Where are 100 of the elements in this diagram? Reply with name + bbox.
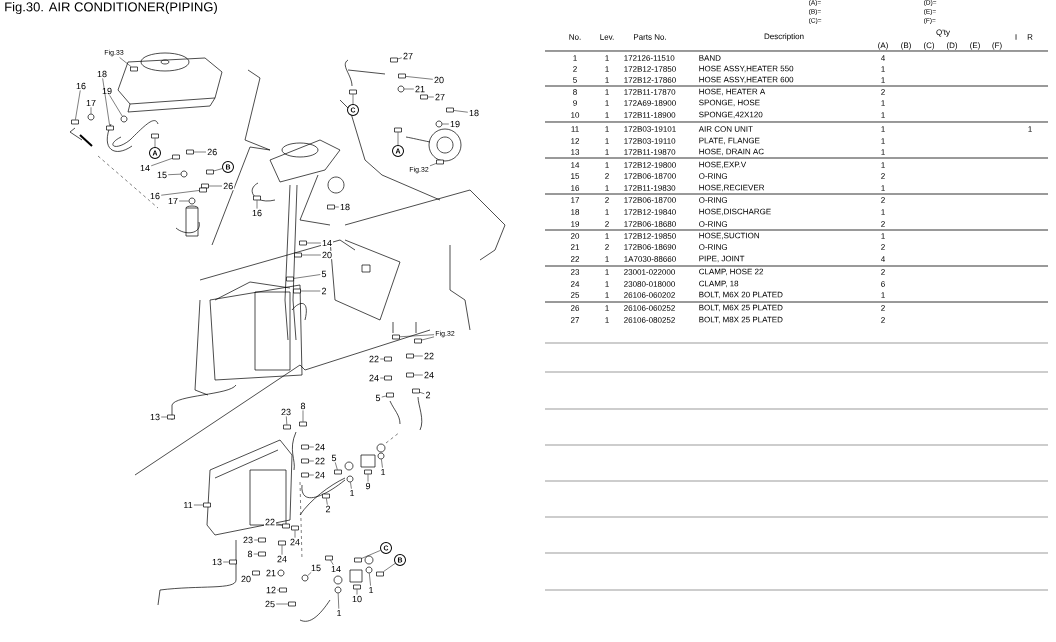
table-cell-text: 1	[605, 233, 609, 239]
column-header: Parts No.	[634, 34, 666, 40]
callout-number: 24	[276, 554, 288, 564]
fitting	[390, 57, 398, 63]
leader-line	[193, 151, 207, 153]
leader-line	[442, 123, 450, 125]
leader-line	[150, 158, 173, 167]
fitting	[203, 502, 211, 508]
fitting	[384, 356, 392, 362]
table-cell-text: 1	[881, 126, 885, 132]
callout-number: 2	[320, 286, 328, 296]
leader-line	[413, 374, 424, 376]
o-ring	[87, 113, 95, 121]
table-cell-text: 10	[571, 112, 580, 118]
figure-title: Fig.30. AIR CONDITIONER(PIPING)	[5, 1, 217, 15]
leader-line	[302, 410, 304, 422]
fitting	[322, 493, 330, 499]
leader-line	[334, 206, 340, 208]
table-cell-text: 23080-018000	[624, 281, 675, 287]
leader-line	[109, 95, 123, 117]
leader-line	[294, 530, 296, 538]
leader-line	[154, 138, 156, 148]
leader-line	[300, 290, 321, 292]
callout-number: 18	[339, 202, 351, 212]
fitting	[334, 469, 342, 475]
callout-number: 22	[423, 351, 435, 361]
callout-number: 16	[251, 208, 263, 218]
column-header: (B)	[901, 42, 911, 50]
table-cell-text: 25	[570, 292, 580, 298]
table-cell-text: 21	[570, 244, 580, 250]
table-cell-text: 1	[605, 281, 609, 287]
fitting	[386, 392, 394, 398]
leader-line	[276, 589, 280, 591]
leader-line	[281, 545, 283, 555]
table-cell-text: 4	[881, 55, 885, 61]
table-cell-text: 23001-022000	[624, 269, 675, 275]
fitting	[206, 169, 214, 175]
leader-line	[337, 593, 340, 609]
callout-number: 1	[367, 585, 375, 595]
leader-line	[404, 88, 415, 90]
leader-line	[308, 446, 315, 448]
table-cell-text: 172B12-17850	[624, 66, 676, 72]
callout-number: 23	[280, 407, 292, 417]
table-cell-text: 2	[881, 221, 885, 227]
callout-number: 5	[320, 269, 328, 279]
table-cell-text: O-RING	[699, 173, 727, 179]
table-cell-text: 1	[605, 256, 609, 262]
leader-line	[379, 358, 385, 360]
leader-line	[399, 334, 435, 337]
fitting	[301, 472, 309, 478]
table-cell-text: 172B12-17860	[624, 77, 676, 83]
callout-number: 19	[449, 119, 461, 129]
table-cell-text: 1	[605, 100, 609, 106]
table-cell-text: 1	[605, 138, 609, 144]
table-cell-text: 172B06-18700	[624, 197, 676, 203]
column-header: Q'ty	[936, 29, 950, 37]
leader-line	[286, 416, 288, 425]
callout-number: 26	[206, 147, 219, 157]
callout-number: 24	[314, 442, 326, 452]
callout-number: 17	[85, 98, 97, 108]
callout-number: 14	[139, 163, 151, 173]
fitting	[436, 159, 444, 165]
fitting	[414, 338, 422, 344]
callout-number: 18	[468, 108, 480, 118]
table-cell-text: 1	[605, 89, 609, 95]
o-ring	[365, 566, 373, 574]
o-ring	[180, 170, 188, 178]
fitting	[294, 252, 302, 258]
table-cell-text: 1	[605, 55, 609, 61]
table-cell-text: 1	[881, 292, 885, 298]
leader-line	[293, 274, 321, 279]
table-cell-text: 18	[571, 209, 580, 215]
fitting	[412, 388, 420, 394]
table-cell-text: CLAMP, HOSE 22	[699, 268, 764, 276]
table-cell-text: PLATE, FLANGE	[699, 137, 760, 145]
leader-line	[308, 460, 315, 462]
column-header: Lev.	[600, 34, 614, 40]
table-cell-text: 172126-11510	[624, 55, 675, 61]
o-ring	[334, 586, 342, 594]
leader-line	[208, 185, 223, 187]
callout-number: 24	[314, 470, 326, 480]
leader-line	[405, 76, 434, 80]
leader-line	[383, 563, 396, 572]
leader-line	[90, 107, 92, 114]
table-cell-text: 2	[881, 173, 885, 179]
table-cell-text: 172B11-19830	[624, 185, 676, 191]
table-cell-text: 172A69-18900	[624, 100, 676, 106]
leader-line	[427, 96, 435, 98]
o-ring	[277, 569, 285, 577]
fitting	[364, 469, 372, 475]
table-cell-text: 1	[605, 66, 609, 72]
callout-number: 21	[265, 568, 277, 578]
leader-line	[335, 462, 338, 470]
table-cell-text: 1	[881, 162, 885, 168]
callout-number: 18	[96, 69, 108, 79]
table-cell-text: HOSE,RECIEVER	[699, 184, 765, 192]
table-cell-text: 1	[1028, 126, 1032, 132]
table-cell-text: BOLT, M6X 20 PLATED	[699, 291, 783, 299]
leader-line	[369, 573, 371, 586]
callout-number: 2	[324, 504, 332, 514]
